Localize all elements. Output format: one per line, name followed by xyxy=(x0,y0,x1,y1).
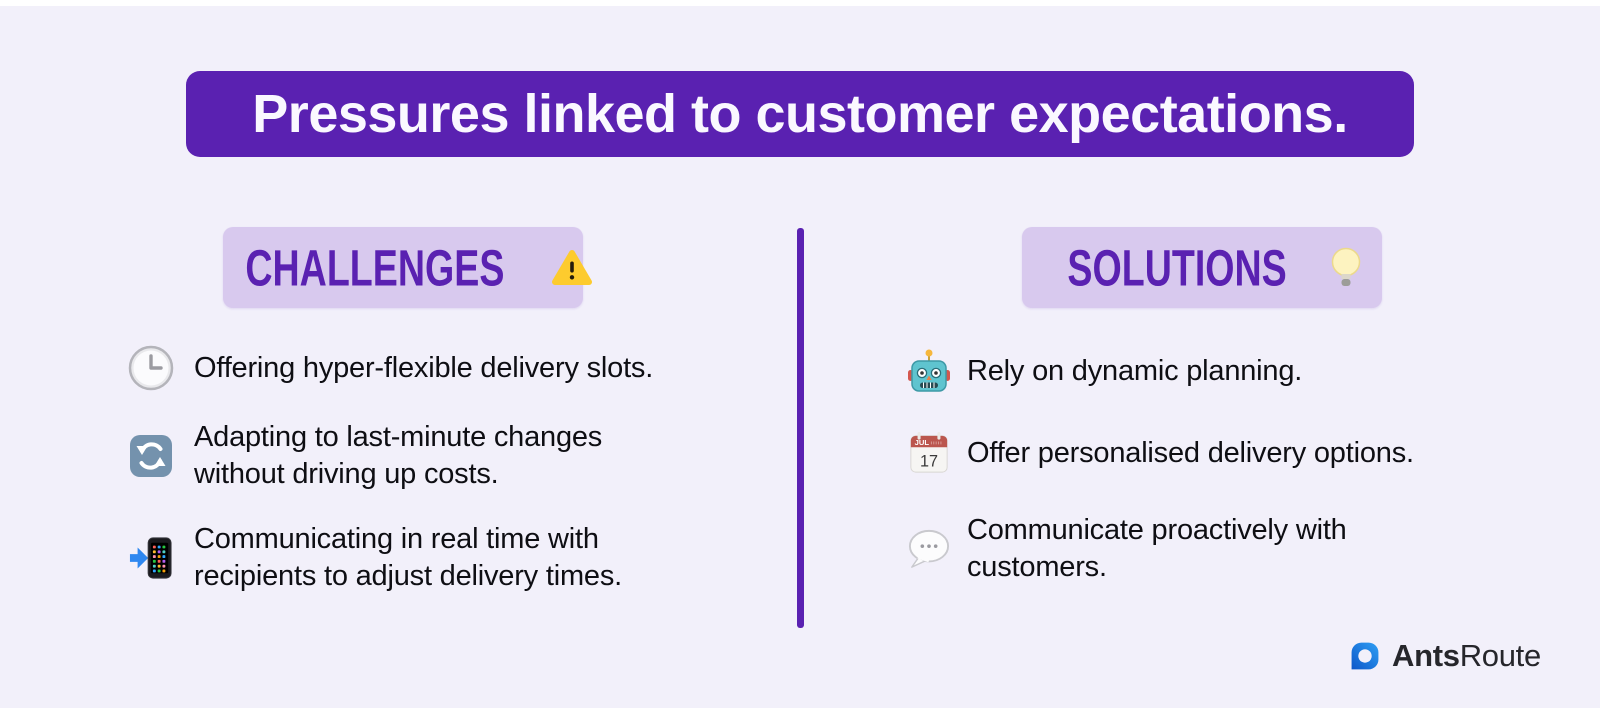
calendar-month-label: JUL xyxy=(915,438,930,447)
list-item: Communicate proactively with customers. xyxy=(905,512,1465,586)
challenges-header-label: CHALLENGES xyxy=(245,238,505,297)
page-title: Pressures linked to customer expectation… xyxy=(252,84,1348,144)
list-item-text: Rely on dynamic planning. xyxy=(967,354,1303,387)
list-item: Rely on dynamic planning. xyxy=(905,348,1465,394)
solutions-header: SOLUTIONS xyxy=(1022,227,1382,308)
title-banner: Pressures linked to customer expectation… xyxy=(186,71,1414,157)
clock-icon xyxy=(127,345,175,391)
solutions-header-label: SOLUTIONS xyxy=(1067,238,1287,297)
list-item: Communicating in real time with recipien… xyxy=(127,521,687,595)
list-item: Adapting to last-minute changes without … xyxy=(127,419,687,493)
solutions-list: Rely on dynamic planning. JUL 17 Offer p… xyxy=(905,348,1465,586)
list-item-text: Communicating in real time with recipien… xyxy=(194,523,622,592)
antsroute-logo-text: AntsRoute xyxy=(1392,638,1541,674)
list-item-text: Adapting to last-minute changes without … xyxy=(194,421,603,490)
solutions-column: SOLUTIONS xyxy=(905,227,1465,586)
challenges-list: Offering hyper-flexible delivery slots. … xyxy=(127,345,687,595)
list-item: JUL 17 Offer personalised delivery optio… xyxy=(905,430,1465,476)
calendar-day-label: 17 xyxy=(920,452,938,470)
list-item-text: Offer personalised delivery options. xyxy=(967,436,1414,469)
speech-balloon-icon xyxy=(905,528,953,570)
warning-icon xyxy=(551,248,593,288)
robot-icon xyxy=(905,348,953,394)
logo-brand-bold: Ants xyxy=(1392,638,1460,673)
logo-brand-regular: Route xyxy=(1459,638,1542,673)
mobile-phone-arrow-icon xyxy=(127,536,175,580)
column-divider xyxy=(797,228,804,628)
list-item-text: Communicate proactively with customers. xyxy=(967,514,1347,583)
calendar-icon: JUL 17 xyxy=(905,430,953,476)
challenges-column: CHALLENGES Offering hyper-flexi xyxy=(127,227,687,595)
antsroute-logo-icon xyxy=(1348,639,1382,673)
counterclockwise-arrows-icon xyxy=(127,433,175,479)
lightbulb-icon xyxy=(1328,246,1364,290)
challenges-header: CHALLENGES xyxy=(223,227,592,308)
list-item: Offering hyper-flexible delivery slots. xyxy=(127,345,687,391)
list-item-text: Offering hyper-flexible delivery slots. xyxy=(194,351,654,384)
antsroute-logo: AntsRoute xyxy=(1348,638,1541,674)
